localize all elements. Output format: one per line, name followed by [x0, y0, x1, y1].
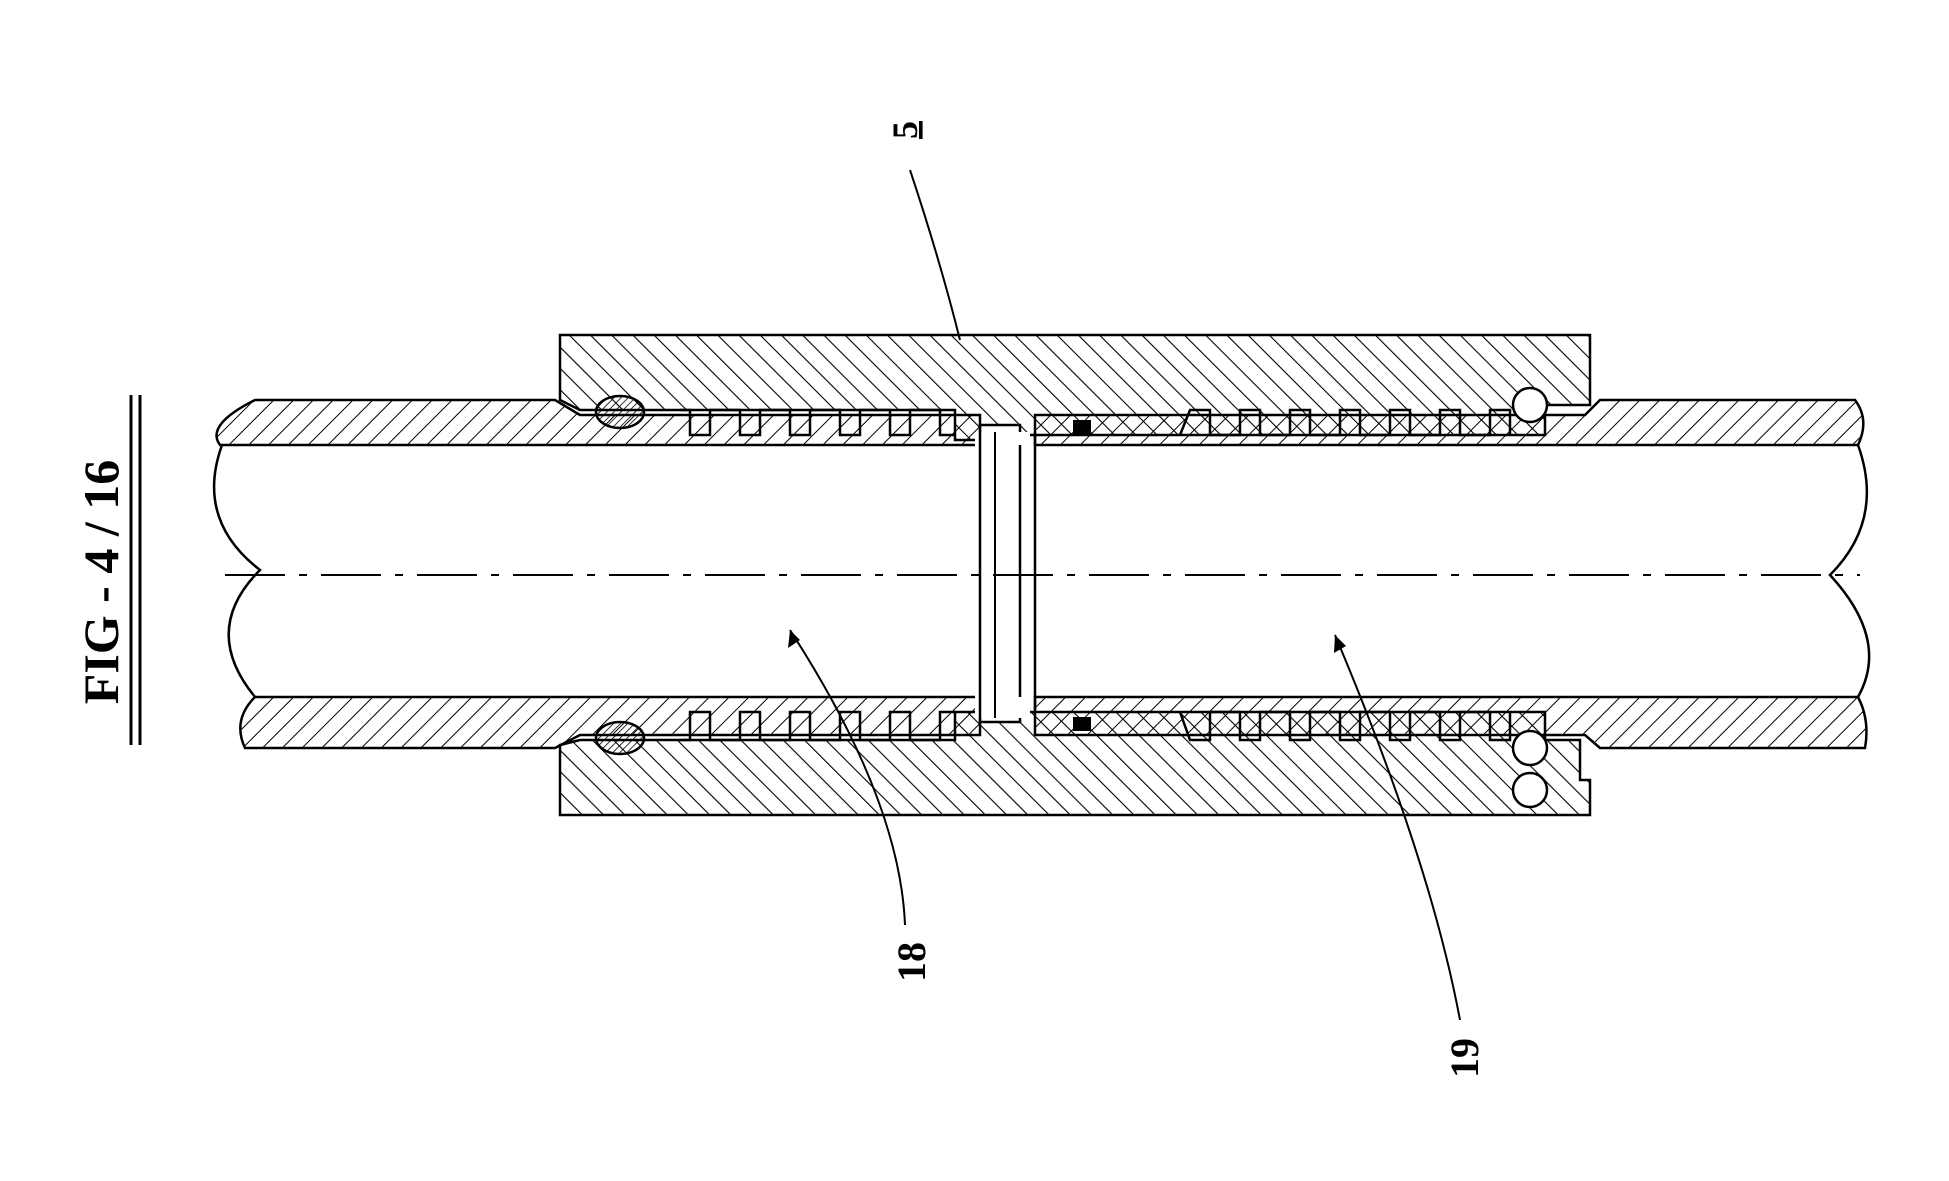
- o-ring-top-left: [596, 396, 644, 428]
- arrow-19: [1334, 635, 1346, 653]
- o-ring-bottom-left: [596, 722, 644, 754]
- left-pipe-broken-end: [214, 445, 260, 697]
- seal-block-bottom: [1073, 717, 1091, 731]
- o-ring-top-right: [1513, 388, 1547, 422]
- right-pipe-broken-end: [1830, 445, 1869, 697]
- callout-18: 18: [889, 942, 934, 982]
- o-ring-bottom-right-1: [1513, 731, 1547, 765]
- callout-5: 5: [885, 121, 925, 139]
- seal-block-top: [1073, 420, 1091, 434]
- figure-title-group: FIG - 4 / 16: [73, 395, 140, 745]
- arrow-18: [788, 630, 800, 648]
- leaders: [788, 170, 1460, 1020]
- figure-title: FIG - 4 / 16: [73, 460, 129, 704]
- o-ring-bottom-right-2: [1513, 773, 1547, 807]
- callout-19: 19: [1442, 1038, 1487, 1078]
- leader-5: [910, 170, 960, 340]
- leader-19: [1335, 635, 1460, 1020]
